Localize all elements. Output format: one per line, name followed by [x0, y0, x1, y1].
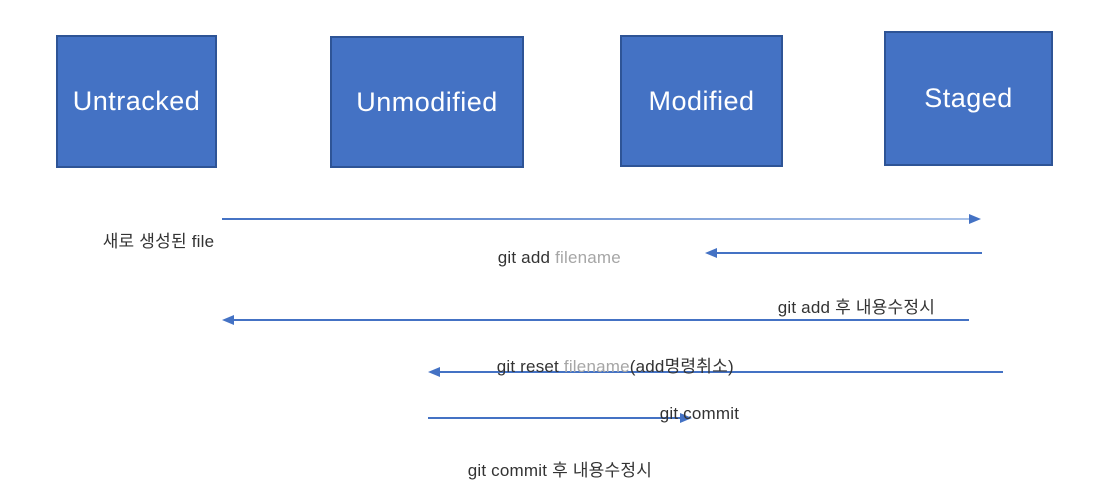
state-label-staged: Staged [924, 83, 1013, 113]
arrow-line [222, 218, 970, 220]
arrow-right-icon [969, 214, 981, 224]
label-text-muted: filename [555, 248, 621, 267]
label-text: (add명령취소) [629, 357, 734, 376]
label-new-file: 새로 생성된 file [83, 207, 214, 272]
arrow-line [439, 371, 1003, 373]
label-text-muted: filename [563, 357, 630, 376]
label-text: git commit 후 내용수정시 [467, 461, 653, 480]
arrow-line [716, 252, 982, 254]
label-git-add-modify: git add 후 내용수정시 [758, 273, 935, 338]
label-text: git add [497, 248, 556, 267]
arrow-line [428, 417, 681, 419]
state-box-untracked: Untracked [56, 35, 217, 168]
arrow-left-icon [705, 248, 717, 258]
label-text: git commit [659, 404, 740, 423]
arrow-left-icon [428, 367, 440, 377]
state-box-staged: Staged [884, 31, 1053, 166]
state-label-modified: Modified [648, 85, 755, 116]
state-box-unmodified: Unmodified [330, 36, 524, 168]
state-label-unmodified: Unmodified [356, 86, 498, 117]
state-label-untracked: Untracked [72, 86, 201, 116]
label-text: git add 후 내용수정시 [777, 298, 936, 317]
label-commit-modify: git commit 후 내용수정시 [448, 436, 652, 483]
arrow-left-icon [222, 315, 234, 325]
arrow-right-icon [680, 413, 692, 423]
label-text: 새로 생성된 file [102, 232, 215, 251]
label-git-commit: git commit [640, 384, 739, 444]
label-text: git reset [496, 357, 564, 376]
label-git-add: git add filename [478, 228, 621, 288]
arrow-line [233, 319, 969, 321]
state-box-modified: Modified [620, 35, 783, 167]
label-git-reset: git reset filename(add명령취소) [477, 332, 734, 397]
